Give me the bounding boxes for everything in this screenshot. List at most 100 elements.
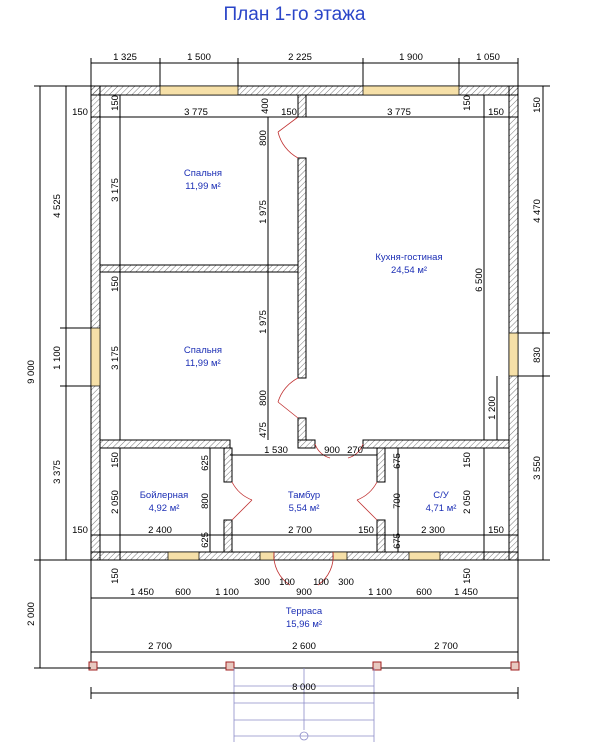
dim-675: 675 <box>392 533 403 549</box>
dim-625: 625 <box>200 455 211 471</box>
dim-270: 270 <box>347 445 363 456</box>
room-wc-area: 4,71 м² <box>426 503 457 514</box>
dim-150: 150 <box>281 107 297 118</box>
partition-bottom <box>297 417 307 441</box>
dim-right-a: 4 470 <box>532 199 543 223</box>
dim-terrace: 600 <box>416 587 432 598</box>
dim-150: 150 <box>110 568 121 584</box>
dim-150: 150 <box>462 95 473 111</box>
dim-terrace: 300 <box>338 577 354 588</box>
window-top-right <box>362 85 460 96</box>
doors <box>231 116 378 586</box>
dim-150: 150 <box>488 107 504 118</box>
room-boiler-area: 4,92 м² <box>149 503 180 514</box>
dim-vest-width: 2 700 <box>288 525 312 536</box>
door-boiler <box>231 481 253 521</box>
dim-150: 150 <box>358 525 374 536</box>
terrace-post <box>225 661 235 671</box>
dimension-lines <box>34 58 550 699</box>
room-boiler-name: Бойлерная <box>140 490 189 501</box>
dim-150: 150 <box>72 525 88 536</box>
window-right <box>508 332 519 377</box>
dim-150: 150 <box>462 568 473 584</box>
dim-150: 150 <box>462 452 473 468</box>
walls <box>90 85 519 561</box>
door-bedroom2 <box>277 377 299 419</box>
dim-left-terrace: 2 000 <box>26 602 37 626</box>
utility-wall-left <box>99 439 231 449</box>
dim-left-c: 3 375 <box>52 460 63 484</box>
dim-terrace: 100 <box>279 577 295 588</box>
dim-terrace: 1 450 <box>454 587 478 598</box>
room-vestibule-area: 5,54 м² <box>289 503 320 514</box>
window-wc <box>408 551 441 561</box>
door-entrance-inner <box>314 443 364 459</box>
room-bedroom1-name: Спальня <box>184 168 222 179</box>
left-dimensions: 9 000 4 525 1 100 3 375 2 000 <box>26 194 63 626</box>
room-terrace-area: 15,96 м² <box>286 619 322 630</box>
terrace-post <box>88 661 98 671</box>
dim-1200: 1 200 <box>487 396 498 420</box>
room-wc-name: С/У <box>433 490 450 501</box>
dim-top-4: 1 900 <box>399 52 423 63</box>
bottom-dimensions: 2 700 2 600 2 700 8 000 <box>148 641 458 693</box>
room-labels: Спальня 11,99 м² Спальня 11,99 м² Кухня-… <box>140 168 457 630</box>
dim-150: 150 <box>488 525 504 536</box>
dim-total-width: 8 000 <box>292 682 316 693</box>
dim-top-3: 2 225 <box>288 52 312 63</box>
dim-terrace: 1 100 <box>215 587 239 598</box>
dim-bed1-width: 3 775 <box>184 107 208 118</box>
dim-living-height: 6 500 <box>474 268 485 292</box>
dim-door-800: 800 <box>258 130 269 146</box>
terrace-post <box>510 661 520 671</box>
dim-boiler-height: 2 050 <box>110 490 121 514</box>
windows <box>90 85 519 561</box>
room-bedroom1-area: 11,99 м² <box>185 181 220 192</box>
dim-700: 700 <box>392 493 403 509</box>
room-bedroom2-name: Спальня <box>184 345 222 356</box>
dim-left-a: 4 525 <box>52 194 63 218</box>
dim-door-800: 800 <box>200 493 211 509</box>
inner-dimensions: 150 150 3 775 400 150 3 775 150 150 3 17… <box>72 95 504 584</box>
dim-wc-width: 2 300 <box>421 525 445 536</box>
dim-bottom-2: 2 600 <box>292 641 316 652</box>
dim-675: 675 <box>392 453 403 469</box>
stairs <box>233 668 375 742</box>
dim-150: 150 <box>110 276 121 292</box>
utility-wall-right <box>362 439 510 449</box>
dim-625: 625 <box>200 532 211 548</box>
dim-bottom-3: 2 700 <box>434 641 458 652</box>
dim-1975: 1 975 <box>258 200 269 224</box>
door-bedroom1 <box>277 116 299 159</box>
dim-top-2: 1 500 <box>187 52 211 63</box>
window-boiler <box>167 551 200 561</box>
dim-top-5: 1 050 <box>476 52 500 63</box>
top-dimensions: 1 325 1 500 2 225 1 900 1 050 <box>113 52 500 63</box>
door-wc <box>356 481 378 521</box>
dim-right-b: 830 <box>532 347 543 363</box>
outer-wall-bottom <box>90 551 519 561</box>
dim-bed2-height: 3 175 <box>110 346 121 370</box>
dim-terrace: 1 450 <box>130 587 154 598</box>
terrace <box>88 560 520 742</box>
window-top-left <box>159 85 239 96</box>
dim-right-c: 3 550 <box>532 456 543 480</box>
partition-mid <box>297 157 307 379</box>
dim-left-b: 1 100 <box>52 346 63 370</box>
dim-1975: 1 975 <box>258 310 269 334</box>
room-vestibule-name: Тамбур <box>288 490 320 501</box>
wc-wall-top <box>376 447 386 483</box>
room-living-name: Кухня-гостиная <box>375 252 442 263</box>
room-terrace-name: Терраса <box>286 606 323 617</box>
plan-title: План 1-го этажа <box>223 4 366 25</box>
dim-terrace: 1 100 <box>368 587 392 598</box>
dim-living-width: 3 775 <box>387 107 411 118</box>
dim-400: 400 <box>260 98 271 114</box>
dim-bottom-1: 2 700 <box>148 641 172 652</box>
boiler-wall-bottom <box>223 519 233 553</box>
dim-wc-height: 2 050 <box>462 490 473 514</box>
dim-150: 150 <box>110 95 121 111</box>
terrace-dimensions: 1 450 600 1 100 300 100 900 100 300 1 10… <box>130 577 478 598</box>
room-living-area: 24,54 м² <box>391 265 427 276</box>
